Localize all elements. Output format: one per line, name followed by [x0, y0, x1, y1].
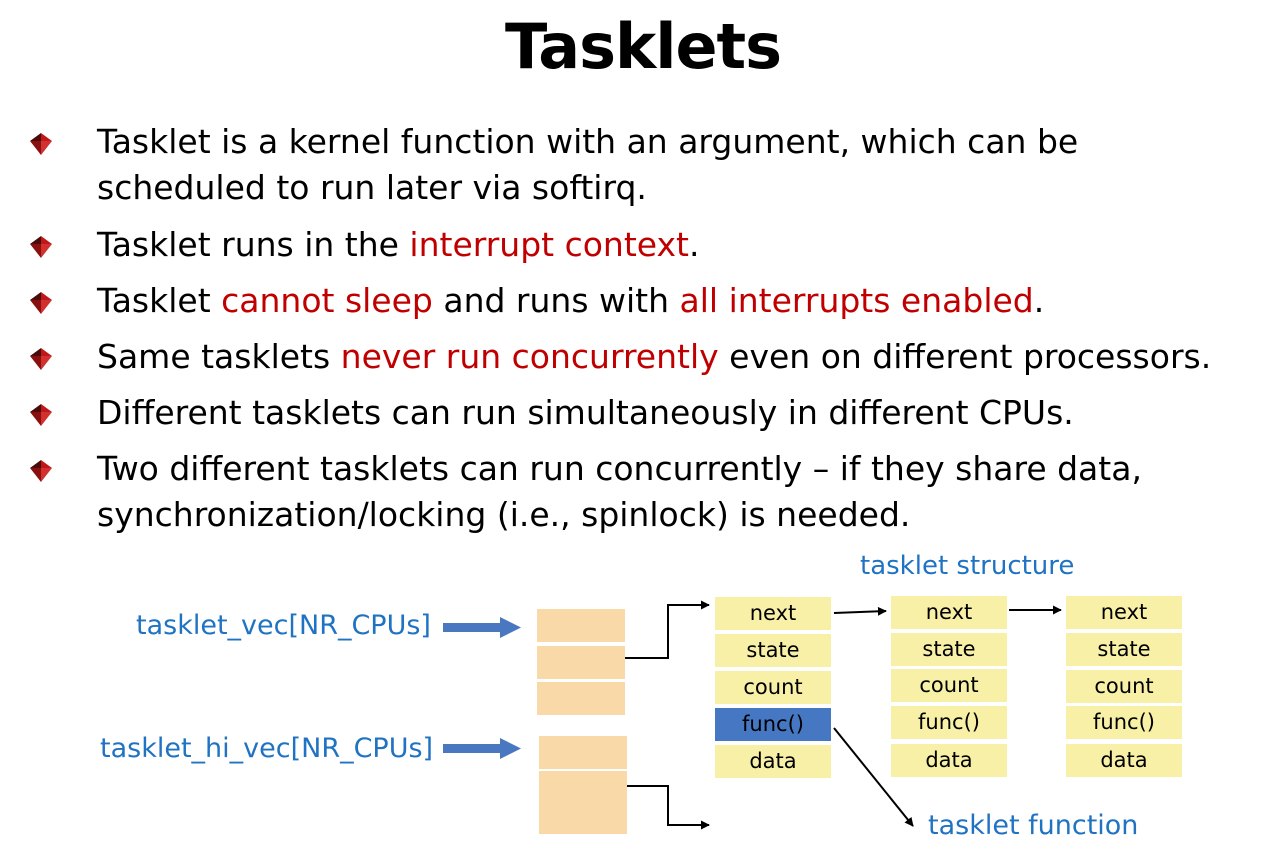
bullet-2-seg-2: interrupt context	[409, 225, 689, 264]
field-data: data	[715, 745, 831, 778]
bullet-arrow-icon	[30, 133, 52, 155]
bullet-6-text: Two different tasklets can run concurren…	[97, 446, 1277, 538]
bullet-arrow-icon	[30, 348, 52, 370]
bullet-arrow-icon	[30, 404, 52, 426]
bullet-6-line-1-seg-1: Two different tasklets can run concurren…	[97, 449, 1142, 488]
bullet-4-line-1: Same tasklets never run concurrently eve…	[97, 334, 1277, 380]
hi-vec-connector	[625, 785, 710, 830]
field-func: func()	[715, 708, 831, 741]
field-next: next	[715, 597, 831, 630]
bullet-6-line-2: synchronization/locking (i.e., spinlock)…	[97, 492, 1277, 538]
hi-vec-slot	[539, 801, 627, 834]
tasklet-hi-vec-label: tasklet_hi_vec[NR_CPUs]	[100, 733, 434, 764]
vec-pointer-arrow	[443, 617, 521, 638]
field-next: next	[891, 596, 1007, 629]
bullet-6-line-2-seg-1: synchronization/locking (i.e., spinlock)…	[97, 495, 911, 534]
tasklet-structure-label: tasklet structure	[860, 551, 1075, 581]
field-state: state	[715, 634, 831, 667]
bullet-2-line-1: Tasklet runs in the interrupt context.	[97, 222, 1277, 268]
bullet-arrow-icon	[30, 236, 52, 258]
hi-vec-slot	[539, 736, 627, 769]
bullet-arrow-icon	[30, 292, 52, 314]
bullet-3-seg-1: Tasklet	[97, 281, 222, 320]
bullet-3-text: Tasklet cannot sleep and runs with all i…	[97, 278, 1277, 324]
bullet-1-line-2-seg-1: scheduled to run later via softirq.	[97, 168, 647, 207]
tasklet-vec-label: tasklet_vec[NR_CPUs]	[136, 610, 431, 641]
bullet-3-seg-5: .	[1033, 281, 1045, 320]
bullet-5-seg-1: Different tasklets can run simultaneousl…	[97, 393, 1074, 432]
field-count: count	[715, 671, 831, 704]
field-state: state	[1066, 633, 1182, 666]
bullet-1-line-1: Tasklet is a kernel function with an arg…	[97, 119, 1277, 165]
vec-slot	[537, 682, 625, 715]
bullet-4-text: Same tasklets never run concurrently eve…	[97, 334, 1277, 380]
bullet-1-text: Tasklet is a kernel function with an arg…	[97, 119, 1277, 211]
field-count: count	[891, 669, 1007, 702]
bullet-4-seg-3: even on different processors.	[718, 337, 1212, 376]
next-pointer-1	[833, 606, 887, 616]
vec-to-tasklet-connector	[625, 600, 710, 659]
field-data: data	[891, 744, 1007, 777]
vec-slot	[537, 609, 625, 642]
bullet-2-seg-3: .	[688, 225, 700, 264]
field-count: count	[1066, 670, 1182, 703]
hi-vec-pointer-arrow	[443, 738, 521, 759]
bullet-arrow-icon	[30, 460, 52, 482]
bullet-3-line-1: Tasklet cannot sleep and runs with all i…	[97, 278, 1277, 324]
bullet-4-seg-2: never run concurrently	[340, 337, 719, 376]
bullet-3-seg-3: and runs with	[432, 281, 680, 320]
slide-title: Tasklets	[504, 10, 782, 83]
bullet-5-text: Different tasklets can run simultaneousl…	[97, 390, 1277, 436]
field-func: func()	[1066, 706, 1182, 739]
vec-slot	[537, 646, 625, 679]
bullet-2-text: Tasklet runs in the interrupt context.	[97, 222, 1277, 268]
bullet-3-seg-2: cannot sleep	[221, 281, 433, 320]
field-data: data	[1066, 744, 1182, 777]
func-pointer	[833, 727, 914, 827]
field-next: next	[1066, 596, 1182, 629]
bullet-4-seg-1: Same tasklets	[97, 337, 341, 376]
bullet-1-line-2: scheduled to run later via softirq.	[97, 165, 1277, 211]
bullet-3-seg-4: all interrupts enabled	[679, 281, 1034, 320]
bullet-6-line-1: Two different tasklets can run concurren…	[97, 446, 1277, 492]
bullet-1-line-1-seg-1: Tasklet is a kernel function with an arg…	[97, 122, 1079, 161]
field-state: state	[891, 633, 1007, 666]
field-func: func()	[891, 706, 1007, 739]
bullet-5-line-1: Different tasklets can run simultaneousl…	[97, 390, 1277, 436]
tasklet-function-label: tasklet function	[928, 810, 1139, 841]
hi-vec-slot	[539, 771, 627, 804]
bullet-2-seg-1: Tasklet runs in the	[97, 225, 410, 264]
